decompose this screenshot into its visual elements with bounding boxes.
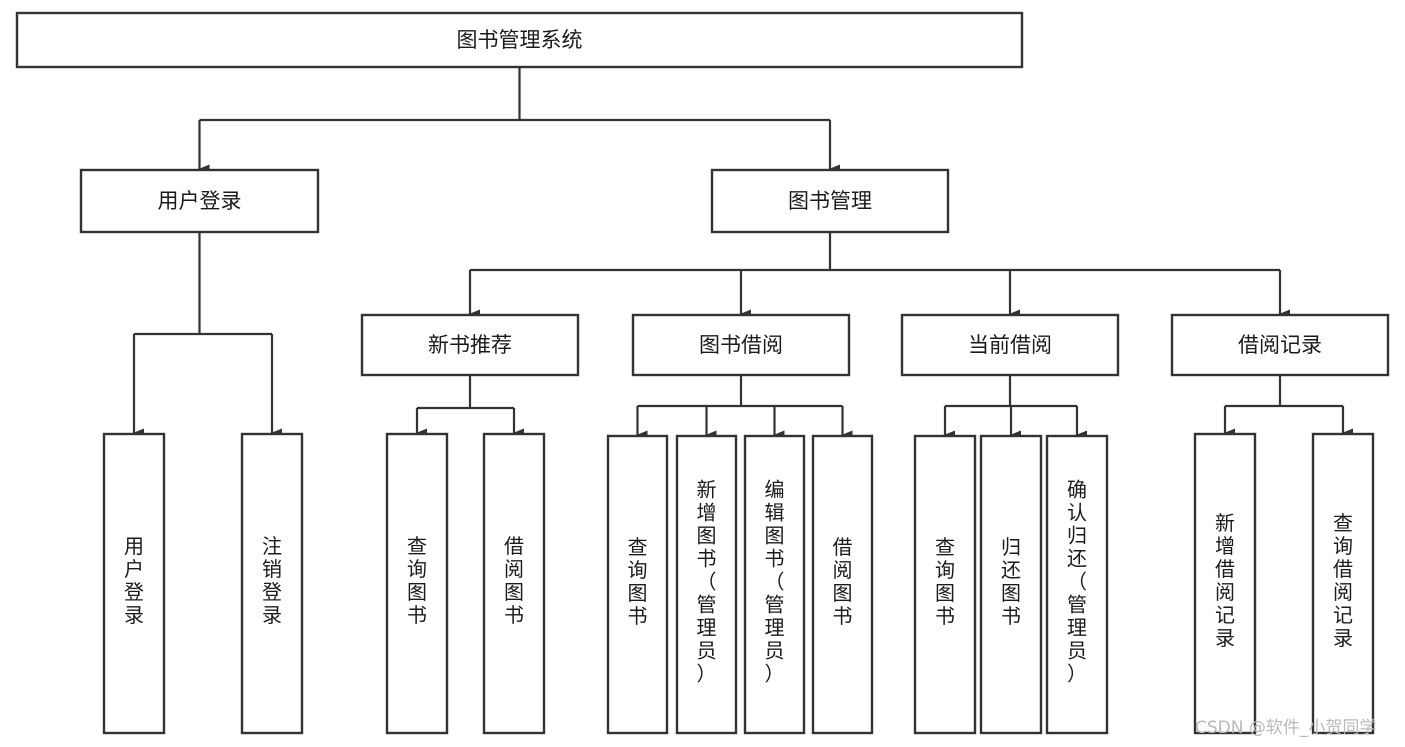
node-box-current-borrow[interactable] — [900, 313, 1120, 377]
node-label-book-manage: 图书管理 — [788, 189, 872, 213]
node-label-leaf-borrow-book-1: 借阅图书 — [504, 534, 524, 627]
node-book-manage[interactable]: 图书管理 — [710, 168, 950, 234]
node-box-book-manage[interactable] — [710, 168, 950, 234]
node-box-user-login[interactable] — [79, 168, 320, 234]
node-root[interactable]: 图书管理系统 — [15, 11, 1024, 69]
node-box-leaf-user-logout[interactable] — [240, 432, 304, 735]
node-label-leaf-add-record: 新增借阅记录 — [1215, 511, 1235, 650]
node-box-leaf-edit-book[interactable] — [743, 434, 806, 735]
node-label-current-borrow: 当前借阅 — [968, 333, 1052, 357]
node-label-leaf-user-login: 用户登录 — [124, 534, 144, 627]
node-leaf-query-record[interactable]: 查询借阅记录 — [1311, 432, 1375, 735]
node-leaf-return-book[interactable]: 归还图书 — [979, 434, 1043, 735]
node-label-book-borrow: 图书借阅 — [699, 333, 783, 357]
node-leaf-edit-book[interactable]: 编辑图书（管理员） — [743, 434, 806, 735]
node-new-book-recommend[interactable]: 新书推荐 — [360, 313, 580, 377]
node-label-leaf-return-book: 归还图书 — [1001, 535, 1021, 628]
node-borrow-record[interactable]: 借阅记录 — [1170, 313, 1390, 377]
node-label-new-book-recommend: 新书推荐 — [428, 333, 512, 357]
node-label-leaf-query-record: 查询借阅记录 — [1333, 511, 1353, 650]
node-label-leaf-edit-book: 编辑图书（管理员） — [765, 478, 785, 686]
node-box-leaf-query-book-3[interactable] — [913, 434, 977, 735]
connector-lines — [132, 67, 1353, 440]
node-box-root[interactable] — [15, 11, 1024, 69]
node-box-new-book-recommend[interactable] — [360, 313, 580, 377]
node-label-leaf-confirm-return: 确认归还（管理员） — [1067, 478, 1087, 686]
node-box-leaf-borrow-book-1[interactable] — [482, 432, 546, 735]
node-box-leaf-borrow-book-2[interactable] — [811, 434, 874, 735]
node-leaf-query-book-1[interactable]: 查询图书 — [385, 432, 449, 735]
node-box-leaf-confirm-return[interactable] — [1045, 434, 1109, 735]
node-current-borrow[interactable]: 当前借阅 — [900, 313, 1120, 377]
node-box-leaf-query-book-2[interactable] — [606, 434, 669, 735]
node-box-leaf-add-record[interactable] — [1193, 432, 1257, 735]
node-leaf-add-record[interactable]: 新增借阅记录 — [1193, 432, 1257, 735]
node-leaf-user-logout[interactable]: 注销登录 — [240, 432, 304, 735]
node-label-leaf-query-book-2: 查询图书 — [628, 535, 648, 628]
node-leaf-query-book-3[interactable]: 查询图书 — [913, 434, 977, 735]
node-box-leaf-add-book[interactable] — [675, 434, 738, 735]
node-label-leaf-user-logout: 注销登录 — [262, 534, 282, 627]
node-leaf-add-book[interactable]: 新增图书（管理员） — [675, 434, 738, 735]
node-label-leaf-query-book-3: 查询图书 — [935, 535, 955, 628]
node-box-leaf-query-book-1[interactable] — [385, 432, 449, 735]
node-user-login[interactable]: 用户登录 — [79, 168, 320, 234]
node-label-leaf-borrow-book-2: 借阅图书 — [833, 535, 853, 628]
node-box-leaf-return-book[interactable] — [979, 434, 1043, 735]
node-leaf-borrow-book-1[interactable]: 借阅图书 — [482, 432, 546, 735]
node-book-borrow[interactable]: 图书借阅 — [631, 313, 851, 377]
node-label-user-login: 用户登录 — [158, 189, 242, 213]
node-leaf-confirm-return[interactable]: 确认归还（管理员） — [1045, 434, 1109, 735]
node-boxes: 图书管理系统用户登录图书管理新书推荐图书借阅当前借阅借阅记录用户登录注销登录查询… — [15, 11, 1390, 735]
node-box-book-borrow[interactable] — [631, 313, 851, 377]
node-box-leaf-query-record[interactable] — [1311, 432, 1375, 735]
node-box-borrow-record[interactable] — [1170, 313, 1390, 377]
csdn-watermark: CSDN @软件_小贺同学 — [1195, 718, 1376, 738]
node-label-leaf-query-book-1: 查询图书 — [407, 534, 427, 627]
node-label-leaf-add-book: 新增图书（管理员） — [697, 478, 717, 686]
node-leaf-user-login[interactable]: 用户登录 — [102, 432, 166, 735]
node-box-leaf-user-login[interactable] — [102, 432, 166, 735]
node-leaf-borrow-book-2[interactable]: 借阅图书 — [811, 434, 874, 735]
node-label-borrow-record: 借阅记录 — [1238, 333, 1322, 357]
node-label-root: 图书管理系统 — [457, 28, 583, 52]
node-leaf-query-book-2[interactable]: 查询图书 — [606, 434, 669, 735]
